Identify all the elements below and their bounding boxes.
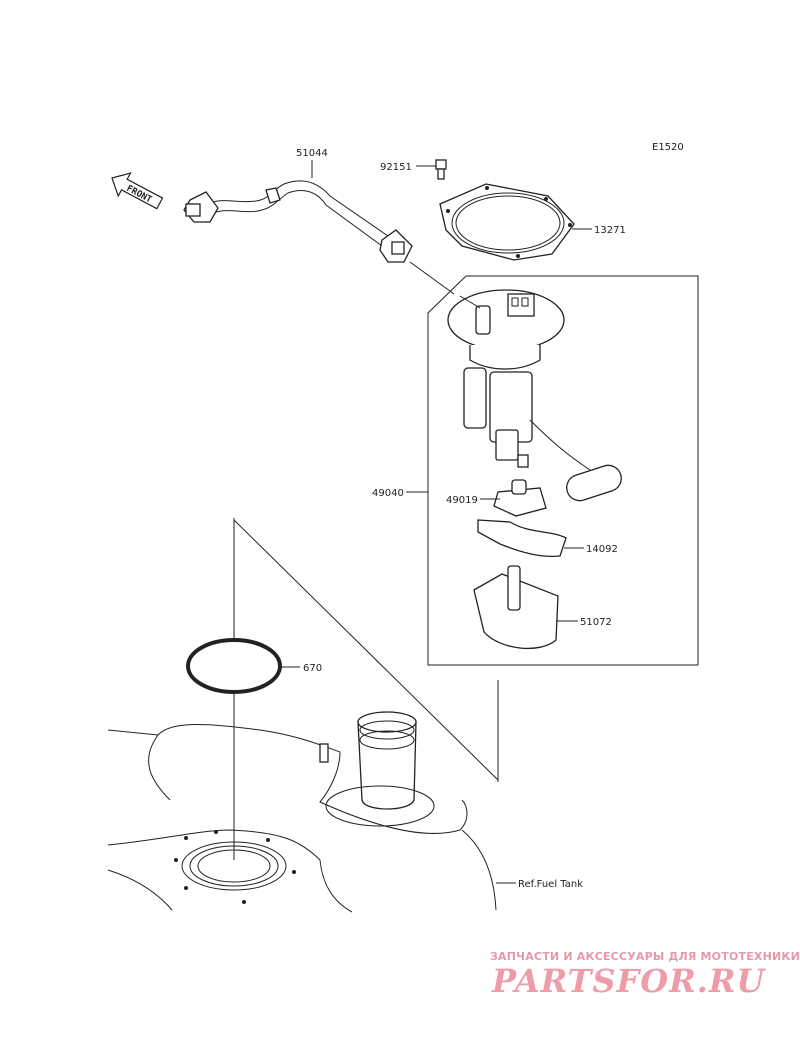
part-number-49040: 49040 bbox=[372, 488, 404, 499]
part-number-670: 670 bbox=[303, 663, 322, 674]
part-number-14092: 14092 bbox=[586, 544, 618, 555]
o-ring-670 bbox=[186, 638, 282, 694]
fuel-hose bbox=[183, 180, 413, 263]
strainer-14092 bbox=[477, 519, 567, 558]
fuel-tank bbox=[107, 711, 497, 913]
part-number-51072: 51072 bbox=[580, 617, 612, 628]
part-number-13271: 13271 bbox=[594, 225, 626, 236]
part-number-92151: 92151 bbox=[380, 162, 412, 173]
gasket-plate bbox=[439, 183, 575, 261]
watermark-tagline: ЗАПЧАСТИ И АКСЕССУАРЫ ДЛЯ МОТОТЕХНИКИ bbox=[490, 950, 800, 963]
diagram-code: E1520 bbox=[652, 142, 684, 153]
part-number-51044: 51044 bbox=[296, 148, 328, 159]
reference-fuel-tank: Ref.Fuel Tank bbox=[518, 879, 583, 890]
fuel-filter-49019 bbox=[493, 479, 547, 517]
cover-51072 bbox=[473, 565, 559, 650]
bolt-92151 bbox=[435, 159, 447, 180]
front-arrow-icon: FRONT bbox=[111, 172, 164, 210]
watermark-logo: PARTSFOR.RU bbox=[492, 962, 766, 1000]
part-number-49019: 49019 bbox=[446, 495, 478, 506]
fuel-pump bbox=[447, 289, 622, 502]
